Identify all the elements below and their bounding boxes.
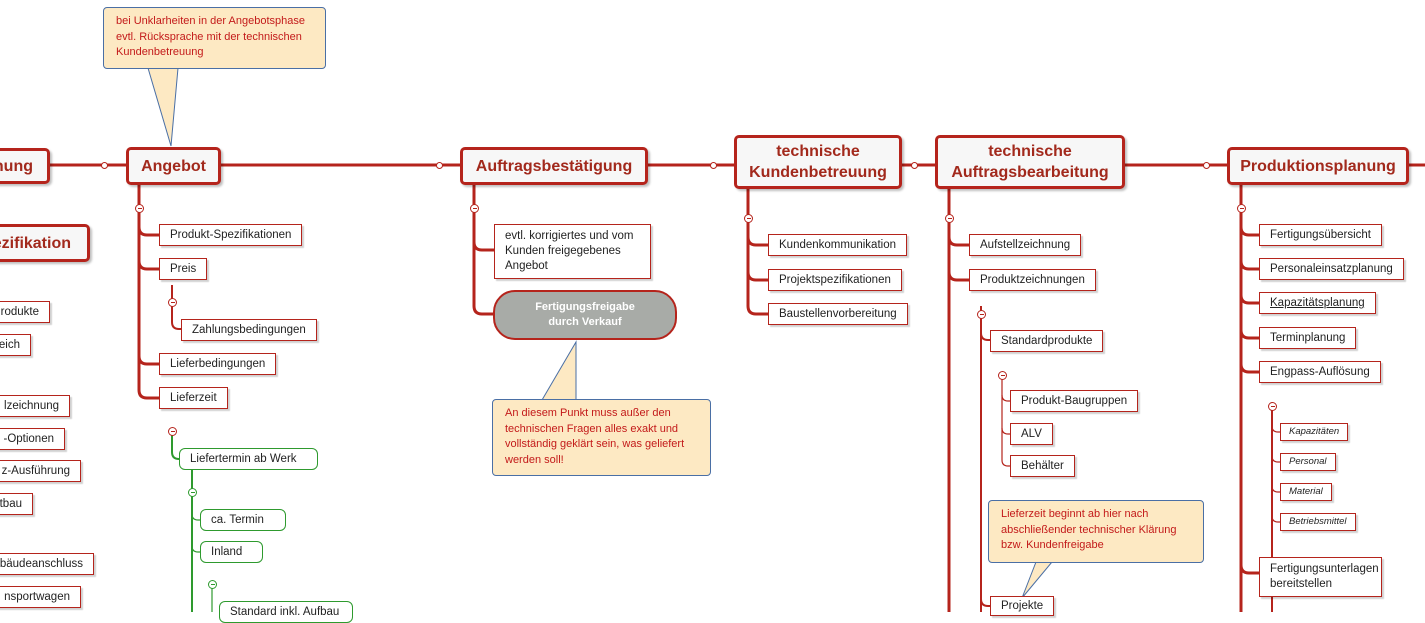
collapse-toggle-icon[interactable] bbox=[977, 310, 986, 319]
item-produkt-baugruppen[interactable]: Produkt-Baugruppen bbox=[1010, 390, 1139, 412]
item-betriebsmittel[interactable]: Betriebsmittel bbox=[1280, 513, 1356, 531]
item-preis[interactable]: Preis bbox=[159, 258, 208, 280]
item-inland[interactable]: Inland bbox=[200, 541, 263, 563]
left-item-partial[interactable]: bäudeanschluss bbox=[0, 553, 94, 575]
connector-dot bbox=[710, 162, 717, 169]
collapse-toggle-icon[interactable] bbox=[188, 488, 197, 497]
left-item-partial[interactable]: lzeichnung bbox=[0, 395, 70, 417]
collapse-toggle-icon[interactable] bbox=[470, 204, 479, 213]
collapse-toggle-icon[interactable] bbox=[1268, 402, 1277, 411]
item-lieferbedingungen[interactable]: Lieferbedingungen bbox=[159, 353, 277, 375]
collapse-toggle-icon[interactable] bbox=[1237, 204, 1246, 213]
node-angebot[interactable]: Angebot bbox=[126, 147, 221, 185]
callout-lieferzeit-beginnt[interactable]: Lieferzeit beginnt ab hier nach abschlie… bbox=[988, 500, 1204, 563]
item-liefertermin-ab-werk[interactable]: Liefertermin ab Werk bbox=[179, 448, 318, 470]
collapse-toggle-icon[interactable] bbox=[168, 427, 177, 436]
item-kundenkommunikation[interactable]: Kundenkommunikation bbox=[768, 234, 907, 256]
connector-dot bbox=[911, 162, 918, 169]
item-material[interactable]: Material bbox=[1280, 483, 1332, 501]
item-alv[interactable]: ALV bbox=[1010, 423, 1053, 445]
connector-dot bbox=[101, 162, 108, 169]
item-fertigungsunterlagen[interactable]: Fertigungsunterlagen bereitstellen bbox=[1259, 557, 1382, 597]
node-technische-kundenbetreuung[interactable]: technische Kundenbetreuung bbox=[734, 135, 902, 189]
left-item-partial[interactable]: tbau bbox=[0, 493, 33, 515]
item-behaelter[interactable]: Behälter bbox=[1010, 455, 1075, 477]
item-zahlungsbedingungen[interactable]: Zahlungsbedingungen bbox=[181, 319, 317, 341]
item-aufstellzeichnung[interactable]: Aufstellzeichnung bbox=[969, 234, 1082, 256]
item-personaleinsatzplanung[interactable]: Personaleinsatzplanung bbox=[1259, 258, 1404, 280]
item-kapazitaeten[interactable]: Kapazitäten bbox=[1280, 423, 1349, 441]
item-fertigungsuebersicht[interactable]: Fertigungsübersicht bbox=[1259, 224, 1382, 246]
node-technische-auftragsbearbeitung[interactable]: technische Auftragsbearbeitung bbox=[935, 135, 1125, 189]
item-produkt-spezifikationen[interactable]: Produkt-Spezifikationen bbox=[159, 224, 303, 246]
collapse-toggle-icon[interactable] bbox=[135, 204, 144, 213]
item-projekte[interactable]: Projekte bbox=[990, 596, 1055, 616]
left-item-partial[interactable]: eich bbox=[0, 334, 31, 356]
node-planung-partial[interactable]: nung bbox=[0, 148, 50, 184]
item-personal[interactable]: Personal bbox=[1280, 453, 1336, 471]
connector-dot bbox=[1203, 162, 1210, 169]
item-standard-partial[interactable]: Standard inkl. Aufbau bbox=[219, 601, 353, 623]
left-item-partial[interactable]: -Optionen bbox=[0, 428, 65, 450]
item-baustellenvorbereitung[interactable]: Baustellenvorbereitung bbox=[768, 303, 908, 325]
node-spezifikation-partial[interactable]: ezifikation bbox=[0, 224, 90, 262]
item-produktzeichnungen[interactable]: Produktzeichnungen bbox=[969, 269, 1096, 291]
item-projektspezifikationen[interactable]: Projektspezifikationen bbox=[768, 269, 902, 291]
collapse-toggle-icon[interactable] bbox=[208, 580, 217, 589]
item-kapazitaetsplanung[interactable]: Kapazitätsplanung bbox=[1259, 292, 1376, 314]
left-item-partial[interactable]: nsportwagen bbox=[0, 586, 81, 608]
connector-dot bbox=[436, 162, 443, 169]
collapse-toggle-icon[interactable] bbox=[945, 214, 954, 223]
collapse-toggle-icon[interactable] bbox=[168, 298, 177, 307]
item-ca-termin[interactable]: ca. Termin bbox=[200, 509, 286, 531]
collapse-toggle-icon[interactable] bbox=[744, 214, 753, 223]
item-angebot-freigegeben[interactable]: evtl. korrigiertes und vom Kunden freige… bbox=[494, 224, 651, 279]
callout-an-diesem-punkt[interactable]: An diesem Punkt muss außer den technisch… bbox=[492, 399, 711, 476]
item-lieferzeit[interactable]: Lieferzeit bbox=[159, 387, 228, 409]
collapse-toggle-icon[interactable] bbox=[998, 371, 1007, 380]
node-auftragsbestaetigung[interactable]: Auftragsbestätigung bbox=[460, 147, 648, 185]
callout-unklarheiten[interactable]: bei Unklarheiten in der Angebotsphase ev… bbox=[103, 7, 326, 69]
item-fertigungsfreigabe[interactable]: Fertigungsfreigabe durch Verkauf bbox=[493, 290, 677, 340]
item-terminplanung[interactable]: Terminplanung bbox=[1259, 327, 1357, 349]
left-item-partial[interactable]: rodukte bbox=[0, 301, 50, 323]
left-item-partial[interactable]: z-Ausführung bbox=[0, 460, 81, 482]
node-produktionsplanung[interactable]: Produktionsplanung bbox=[1227, 147, 1409, 185]
item-standardprodukte[interactable]: Standardprodukte bbox=[990, 330, 1104, 352]
item-engpass-aufloesung[interactable]: Engpass-Auflösung bbox=[1259, 361, 1381, 383]
